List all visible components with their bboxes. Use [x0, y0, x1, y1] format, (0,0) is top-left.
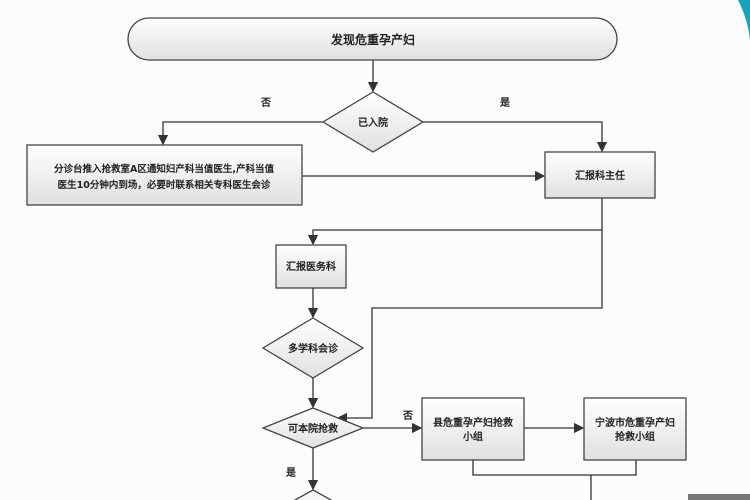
triage-line-1: 分诊台推入抢救室A区通知妇产科当值医生,产科当值: [54, 163, 274, 175]
yes-label-1: 是: [499, 97, 510, 109]
start-terminal: [127, 17, 618, 61]
decision-bottom: [293, 489, 333, 500]
ningbo-team-box: [583, 397, 687, 461]
report-medical-label: 汇报医务科: [286, 260, 336, 273]
report-director-box: [544, 151, 656, 199]
ningbo-team-line-2: 抢救小组: [615, 430, 655, 443]
connectors: [157, 60, 637, 500]
report-director-label: 汇报科主任: [575, 169, 625, 182]
triage-line-2: 医生10分钟内到场，必要时联系相关专科医生会诊: [58, 179, 271, 191]
decorative-accent: [738, 0, 750, 40]
start-label: 发现危重孕产妇: [330, 32, 415, 47]
decision-mdt: [261, 317, 365, 379]
county-team-line-1: 县危重孕产妇抢救: [433, 416, 513, 429]
yes-label-2: 是: [285, 467, 296, 479]
no-label-1: 否: [260, 97, 271, 109]
triage-box: [26, 144, 303, 206]
report-medical-box: [275, 244, 347, 289]
county-team-line-2: 小组: [462, 430, 483, 443]
decision-admitted: [321, 91, 425, 153]
ningbo-team-line-1: 宁波市危重孕产妇: [595, 416, 675, 429]
decision-can-rescue: [261, 407, 365, 449]
bottom-bar: [688, 494, 750, 500]
can-rescue-label: 可本院抢救: [288, 422, 338, 435]
county-team-box: [421, 397, 525, 461]
mdt-label: 多学科会诊: [288, 342, 339, 355]
admitted-label: 已入院: [358, 116, 388, 129]
no-label-2: 否: [402, 410, 413, 422]
